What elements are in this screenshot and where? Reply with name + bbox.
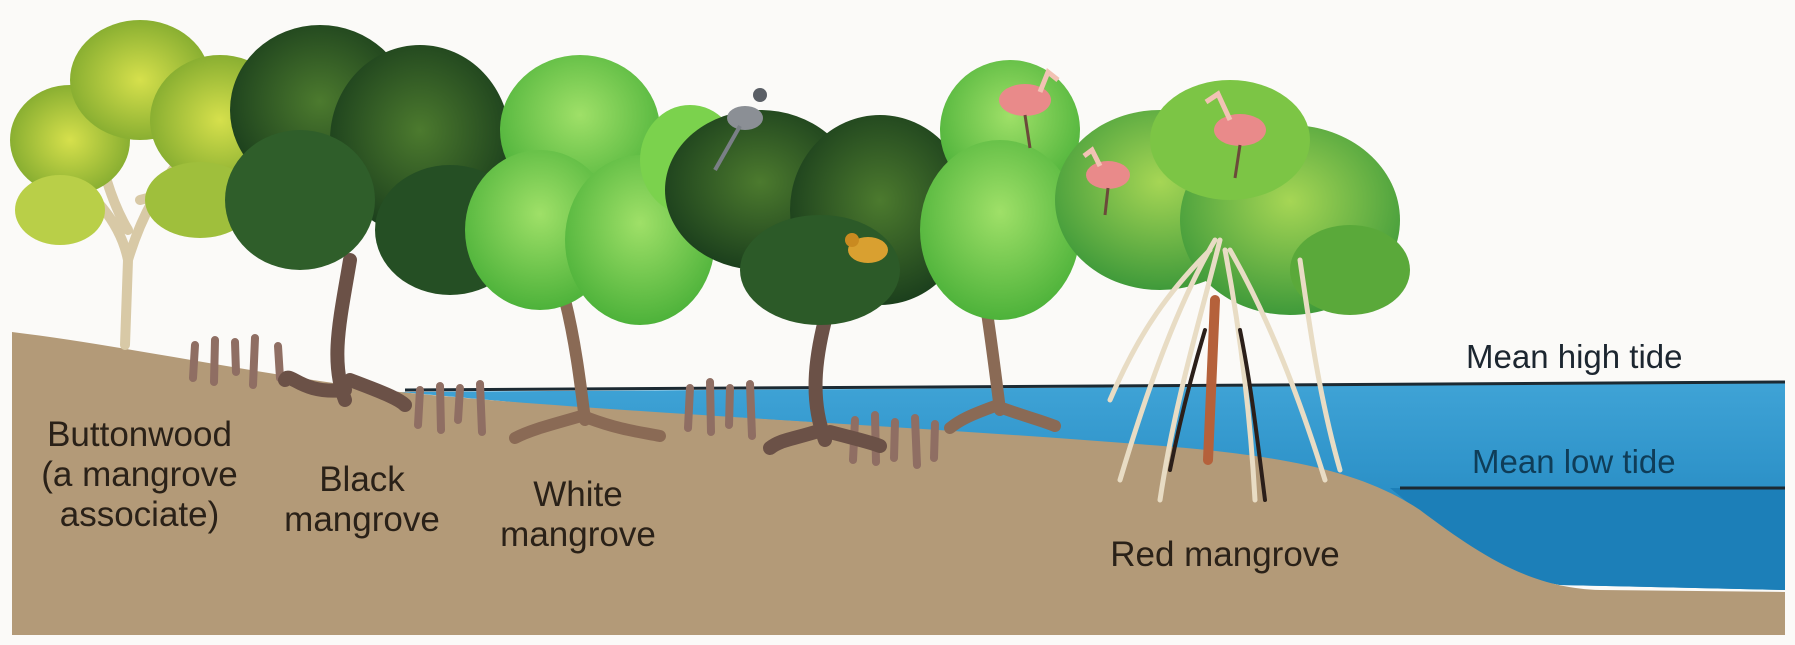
buttonwood-label: Buttonwood (a mangrove associate) [22,415,257,535]
white-mangrove-label-line-1: White [483,475,673,515]
buttonwood-label-line-1: Buttonwood [22,415,257,455]
white-mangrove-label: White mangrove [483,475,673,555]
buttonwood-label-line-2: (a mangrove [22,455,257,495]
mean-low-tide-label: Mean low tide [1472,443,1676,481]
middle-white-mangrove-tree [920,60,1080,428]
black-mangrove-label: Black mangrove [272,460,452,540]
black-mangrove-label-line-1: Black [272,460,452,500]
black-mangrove-label-line-2: mangrove [272,500,452,540]
buttonwood-label-line-3: associate) [22,495,257,535]
red-mangrove-label-line-1: Red mangrove [1085,535,1365,575]
mean-high-tide-label: Mean high tide [1466,338,1682,376]
red-mangrove-label: Red mangrove [1085,535,1365,575]
white-mangrove-label-line-2: mangrove [483,515,673,555]
